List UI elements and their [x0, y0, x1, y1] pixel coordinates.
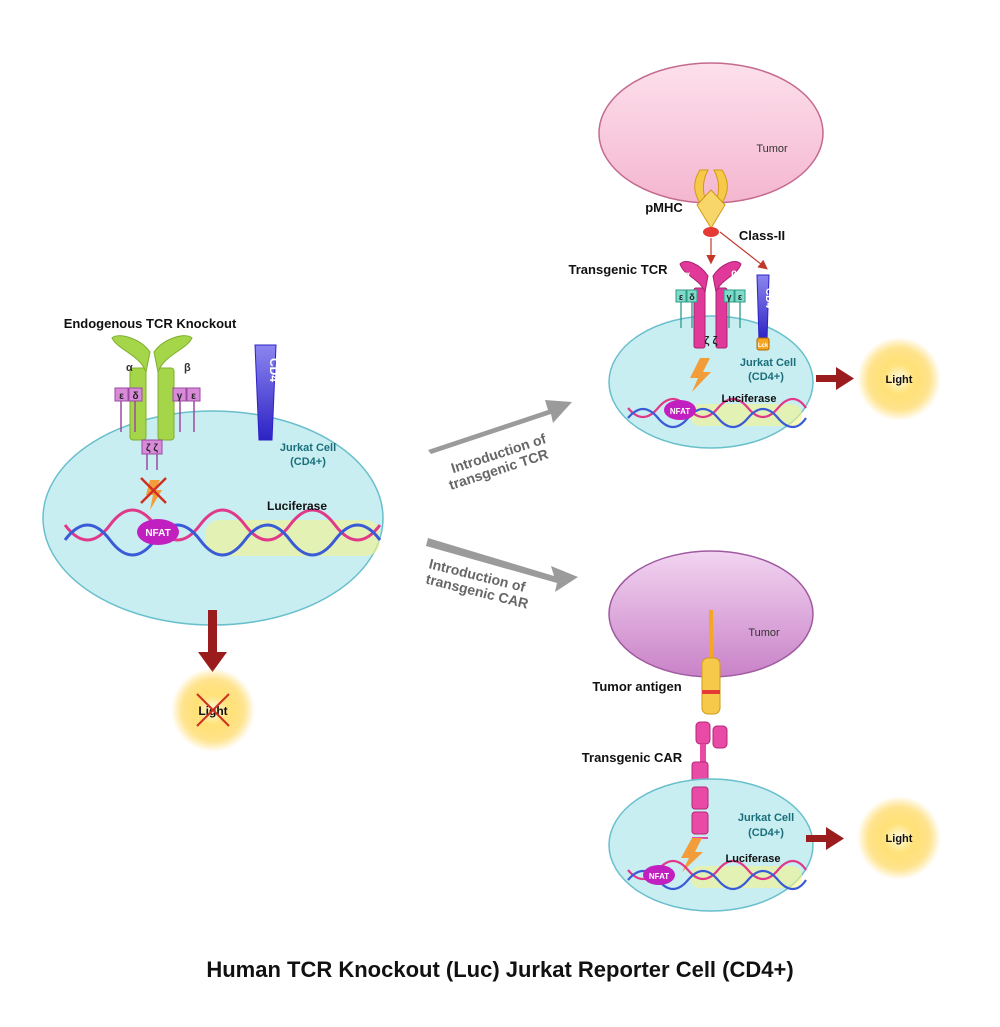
- nfat-bottom: [643, 865, 675, 885]
- cell-label-top-1: Jurkat Cell: [740, 357, 796, 369]
- cell-label-bottom-1: Jurkat Cell: [738, 812, 794, 824]
- nfat-label-bottom: NFAT: [649, 872, 669, 881]
- endogenous-tcr: α β ε δ γ ε ζ ζ: [111, 335, 201, 470]
- figure-caption: Human TCR Knockout (Luc) Jurkat Reporter…: [206, 957, 794, 982]
- light-cross-mark-icon: [196, 693, 230, 727]
- luciferase-label-top: Luciferase: [721, 393, 776, 405]
- tcr-delta-label: δ: [689, 292, 695, 302]
- tumor-label-bottom: Tumor: [748, 627, 780, 639]
- cd4-label-top: CD4: [763, 288, 774, 308]
- tcr-epsilon-left-label: ε: [679, 292, 684, 302]
- tcr-zeta-label: ζ ζ: [704, 335, 717, 347]
- cd4-receptor-left: [254, 344, 277, 441]
- light-label-bottom: Light: [886, 833, 913, 845]
- delta-label: δ: [132, 391, 138, 402]
- cd4-label-left: CD4: [267, 358, 281, 382]
- tcr-epsilon-right-label: ε: [738, 292, 743, 302]
- right-arrow-top: [816, 367, 854, 390]
- nfat-label-left: NFAT: [145, 528, 170, 539]
- cell-label-bottom-2: (CD4+): [748, 827, 784, 839]
- lightning-bolt-icon-top: [690, 358, 711, 392]
- cross-mark-icon: [140, 477, 167, 504]
- light-label-top: Light: [886, 374, 913, 386]
- lck-label: Lck: [758, 343, 769, 349]
- starburst-light-icon-top: [857, 337, 941, 421]
- class-ii-label: Class-II: [739, 228, 785, 243]
- tcr-gamma-label: γ: [726, 292, 731, 302]
- starburst-light-icon-bottom: [857, 796, 941, 880]
- dna-helix-icon-top: [627, 397, 807, 429]
- jurkat-cell-bottom: [608, 778, 814, 912]
- arrow-to-tcr: Introduction of transgenic TCR: [428, 400, 572, 493]
- luciferase-label-bottom: Luciferase: [725, 853, 780, 865]
- epsilon-left-label: ε: [119, 391, 124, 402]
- tcr-alpha-label: α: [684, 270, 691, 281]
- tumor-top: [598, 62, 824, 204]
- cell-label-left-1: Jurkat Cell: [280, 442, 336, 454]
- down-arrow-left: [198, 610, 227, 672]
- arrow-to-car: Introduction of transgenic CAR: [424, 538, 578, 612]
- gamma-label: γ: [177, 391, 183, 402]
- pmhc-label: pMHC: [645, 200, 683, 215]
- zeta-label: ζ ζ: [146, 443, 158, 454]
- tcr-panel: Tumor pMHC Class-II Transgenic TCR α β ε: [569, 62, 941, 449]
- left-panel: Endogenous TCR Knockout α β ε δ γ ε ζ ζ: [42, 316, 384, 752]
- beta-label: β: [184, 362, 191, 374]
- tumor-label-top: Tumor: [756, 143, 788, 155]
- tumor-antigen-label: Tumor antigen: [592, 679, 681, 694]
- alpha-label: α: [126, 362, 133, 374]
- tumor-antigen: [701, 610, 721, 715]
- lck: [756, 337, 770, 351]
- nfat-top: [664, 400, 696, 420]
- pmhc: [694, 169, 728, 237]
- right-arrow-bottom: [806, 827, 844, 850]
- transgenic-car-label: Transgenic CAR: [582, 750, 683, 765]
- car-panel: Tumor Tumor antigen Transgenic CAR Jurka…: [582, 550, 941, 912]
- nfat-label-top: NFAT: [670, 407, 690, 416]
- tcr-beta-label: β: [731, 270, 737, 281]
- dna-helix-icon: [63, 508, 382, 557]
- left-panel-title: Endogenous TCR Knockout: [64, 316, 237, 331]
- lightning-bolt-icon-bottom: [681, 838, 703, 872]
- epsilon-right-label: ε: [191, 391, 196, 402]
- cell-label-left-2: (CD4+): [290, 456, 326, 468]
- luciferase-label-left: Luciferase: [267, 499, 327, 513]
- cell-label-top-2: (CD4+): [748, 371, 784, 383]
- transgenic-tcr-label: Transgenic TCR: [569, 262, 669, 277]
- transgenic-tcr: α β ε δ γ ε ζ ζ: [675, 261, 746, 349]
- nfat-left: [137, 519, 179, 545]
